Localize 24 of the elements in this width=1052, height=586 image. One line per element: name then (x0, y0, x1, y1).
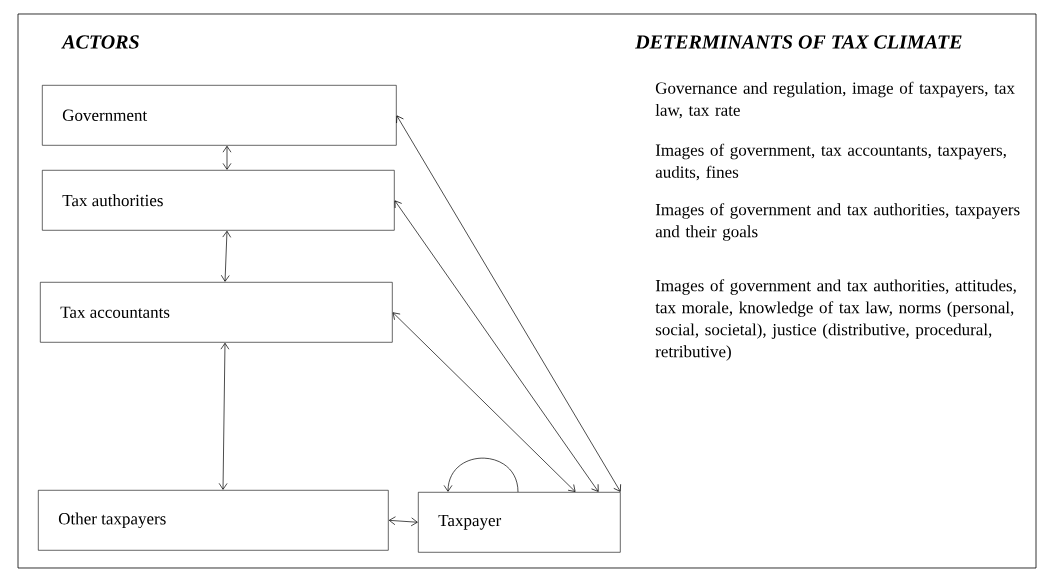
arrow (392, 312, 576, 492)
actor-box (40, 282, 393, 343)
determinant-text: Images of government, tax accountants, taxpayers, audits, fines (655, 143, 1006, 181)
arrow (222, 145, 232, 170)
arrow (220, 230, 232, 282)
arrow (396, 115, 621, 492)
actor-box (42, 170, 395, 231)
actor-box (38, 490, 389, 551)
box-label: Taxpayer (438, 514, 502, 530)
box-label: Tax accountants (60, 306, 170, 318)
box-label: Tax authorities (62, 194, 163, 207)
heading: DETERMINANTS OF TAX CLIMATE (635, 35, 962, 49)
determinant-text: Governance and regulation, image of taxpayers, tax law, tax rate (655, 81, 1015, 119)
actor-box (418, 492, 621, 553)
determinant-text: Images of government and tax authorities, taxpayers and their goals (655, 203, 1020, 241)
arrow (443, 457, 519, 493)
arrow (388, 516, 418, 527)
box-label: Government (62, 109, 148, 121)
actor-box (42, 85, 397, 146)
determinant-text: Images of government and tax authorities, attitudes, tax morale, knowledge of tax law, norms (personal, social, societal), justice (distributive, procedural, retributive) (655, 279, 1016, 361)
arrow (394, 200, 599, 492)
heading: ACTORS (61, 35, 139, 49)
box-label: Other taxpayers (58, 512, 166, 529)
arrow (218, 342, 230, 490)
